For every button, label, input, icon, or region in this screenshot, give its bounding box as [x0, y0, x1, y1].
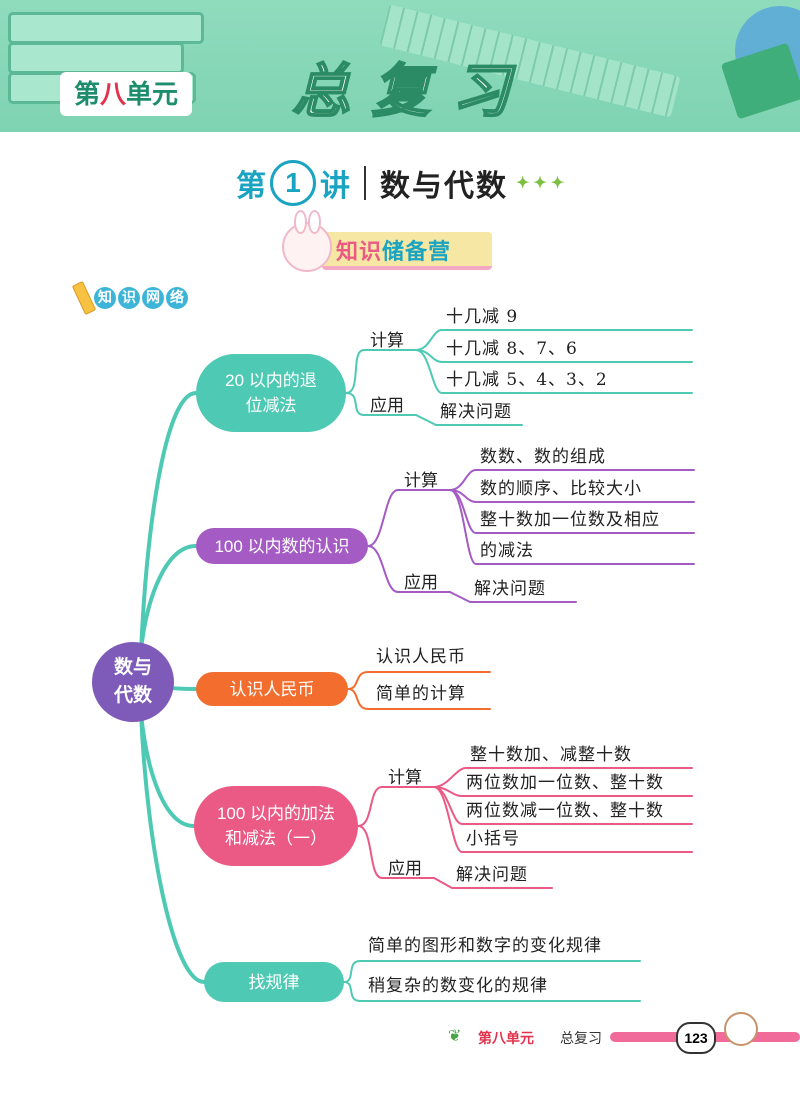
unit-prefix: 第 [74, 79, 101, 109]
branch-node: 20 以内的退 位减法 [196, 354, 346, 432]
group-label: 应用 [370, 396, 404, 416]
leaf-underline [433, 877, 553, 889]
tag-char: 知 [94, 287, 116, 309]
branch-node: 100 以内数的认识 [196, 528, 368, 564]
leaf-underline [449, 489, 695, 565]
leaf-underline [343, 981, 641, 1002]
group-connector [367, 545, 451, 593]
leaf-icon: ❦ [448, 1026, 462, 1045]
page-footer: ❦ 第八单元 总复习 123 [448, 1012, 800, 1054]
leaf-underline [415, 414, 523, 426]
lesson-prefix: 第 [236, 170, 266, 203]
unit-badge: 第八单元 [60, 72, 193, 116]
group-connector [345, 349, 417, 394]
cow-mascot-icon [724, 1012, 758, 1046]
leaf-item: 简单的计算 [376, 684, 466, 704]
group-label: 计算 [404, 471, 438, 491]
lesson-heading: 第 1 讲 数与代数 ✦✦✦ [236, 158, 568, 208]
trunk-line [139, 391, 198, 650]
unit-suffix: 单元 [126, 79, 179, 109]
leaf-item: 解决问题 [456, 865, 528, 885]
trunk-line [139, 714, 206, 984]
leaf-item: 认识人民币 [376, 647, 466, 667]
section-banner-strip [322, 232, 492, 270]
leaf-item: 的减法 [480, 541, 534, 561]
group-label: 应用 [404, 573, 438, 593]
book-stack-decoration [8, 12, 204, 44]
leaf-item: 十几减 5、4、3、2 [446, 370, 608, 390]
section-banner: 知识储备营 [282, 210, 498, 272]
page-number: 123 [676, 1022, 716, 1054]
rabbit-icon [282, 210, 332, 272]
root-node: 数与 代数 [92, 642, 174, 722]
leaf-item: 两位数加一位数、整十数 [466, 773, 664, 793]
leaf-underline [449, 591, 577, 603]
section-banner-part-b: 储备营 [382, 239, 452, 264]
branch-node: 找规律 [204, 962, 344, 1002]
leaf-item: 简单的图形和数字的变化规律 [368, 936, 602, 956]
leaf-item: 数数、数的组成 [480, 447, 606, 467]
leaf-item: 稍复杂的数变化的规律 [368, 976, 548, 996]
leaf-item: 解决问题 [440, 402, 512, 422]
tag-char: 络 [166, 287, 188, 309]
group-label: 计算 [370, 331, 404, 351]
group-label: 计算 [388, 768, 422, 788]
group-connector [345, 392, 417, 416]
lesson-suffix: 讲 [320, 170, 350, 203]
leaf-underline [449, 469, 695, 491]
tag-char: 网 [142, 287, 164, 309]
header-banner: 第八单元 总复习 [0, 0, 800, 132]
leaf-item: 数的顺序、比较大小 [480, 479, 642, 499]
section-banner-label: 知识储备营 [336, 234, 451, 266]
leaf-item: 整十数加一位数及相应 [480, 510, 660, 530]
footer-section: 总复习 [560, 1030, 602, 1046]
banner-title: 总复习 [291, 56, 533, 126]
group-connector [357, 825, 435, 879]
trunk-line [139, 544, 198, 650]
leaf-item: 整十数加、减整十数 [470, 745, 632, 765]
leaf-item: 两位数减一位数、整十数 [466, 801, 664, 821]
footer-unit: 第八单元 [478, 1030, 534, 1046]
leaf-item: 十几减 9 [446, 307, 519, 327]
sprout-icon: ✦✦✦ [516, 175, 569, 192]
branch-node: 100 以内的加法 和减法（一） [194, 786, 358, 866]
leaf-item: 解决问题 [474, 579, 546, 599]
group-connector [357, 786, 435, 827]
section-banner-part-a: 知识 [336, 239, 383, 264]
leaf-underline [343, 960, 641, 983]
unit-number: 八 [100, 79, 127, 109]
knowledge-network-tag: 知 识 网 络 [71, 280, 188, 316]
leaf-item: 十几减 8、7、6 [446, 339, 578, 359]
group-label: 应用 [388, 859, 422, 879]
group-connector [367, 489, 451, 547]
leaf-underline [415, 349, 693, 394]
tag-char: 识 [118, 287, 140, 309]
lesson-name: 数与代数 [380, 170, 508, 203]
lesson-number: 1 [270, 160, 316, 206]
leaf-underline [433, 767, 693, 788]
leaf-underline [347, 688, 491, 710]
leaf-underline [347, 671, 491, 690]
leaf-item: 小括号 [466, 829, 520, 849]
heading-divider [364, 166, 366, 200]
leaf-underline [415, 329, 693, 351]
branch-node: 认识人民币 [196, 672, 348, 706]
leaf-underline [433, 786, 693, 853]
